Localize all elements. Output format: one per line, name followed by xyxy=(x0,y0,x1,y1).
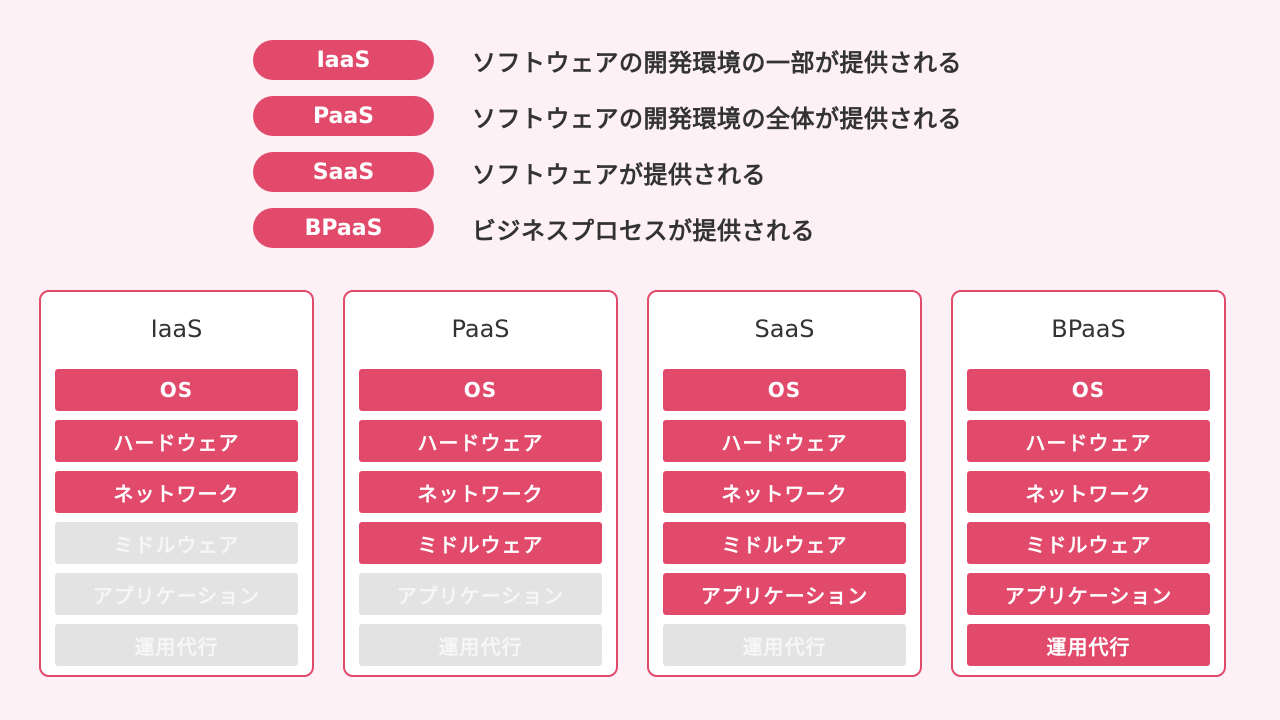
layer-application: アプリケーション xyxy=(967,573,1210,615)
layer-middleware: ミドルウェア xyxy=(359,522,602,564)
layer-application: アプリケーション xyxy=(55,573,298,615)
card-title: SaaS xyxy=(754,315,815,343)
layer-middleware: ミドルウェア xyxy=(967,522,1210,564)
layer-os: OS xyxy=(663,369,906,411)
legend-row-iaas: IaaS ソフトウェアの開発環境の一部が提供される xyxy=(253,40,962,80)
layer-hardware: ハードウェア xyxy=(55,420,298,462)
card-title: PaaS xyxy=(451,315,510,343)
layer-network: ネットワーク xyxy=(967,471,1210,513)
card-bpaas: BPaaS OS ハードウェア ネットワーク ミドルウェア アプリケーション 運… xyxy=(951,290,1226,677)
layer-operations: 運用代行 xyxy=(55,624,298,666)
card-paas: PaaS OS ハードウェア ネットワーク ミドルウェア アプリケーション 運用… xyxy=(343,290,618,677)
card-iaas: IaaS OS ハードウェア ネットワーク ミドルウェア アプリケーション 運用… xyxy=(39,290,314,677)
layer-hardware: ハードウェア xyxy=(663,420,906,462)
layer-network: ネットワーク xyxy=(55,471,298,513)
legend-description: ソフトウェアの開発環境の全体が提供される xyxy=(472,104,962,133)
legend-pill: IaaS xyxy=(253,40,434,80)
layer-application: アプリケーション xyxy=(359,573,602,615)
layer-middleware: ミドルウェア xyxy=(55,522,298,564)
layer-operations: 運用代行 xyxy=(967,624,1210,666)
legend-row-bpaas: BPaaS ビジネスプロセスが提供される xyxy=(253,208,962,248)
legend-pill: BPaaS xyxy=(253,208,434,248)
legend-pill: SaaS xyxy=(253,152,434,192)
legend-description: ソフトウェアの開発環境の一部が提供される xyxy=(472,48,962,77)
layer-hardware: ハードウェア xyxy=(967,420,1210,462)
layer-operations: 運用代行 xyxy=(663,624,906,666)
legend-description: ビジネスプロセスが提供される xyxy=(472,216,815,245)
legend-row-saas: SaaS ソフトウェアが提供される xyxy=(253,152,962,192)
card-title: IaaS xyxy=(150,315,203,343)
layer-operations: 運用代行 xyxy=(359,624,602,666)
layer-os: OS xyxy=(967,369,1210,411)
service-model-cards: IaaS OS ハードウェア ネットワーク ミドルウェア アプリケーション 運用… xyxy=(39,290,1226,677)
card-title: BPaaS xyxy=(1051,315,1126,343)
legend-description: ソフトウェアが提供される xyxy=(472,160,766,189)
legend-pill: PaaS xyxy=(253,96,434,136)
legend-row-paas: PaaS ソフトウェアの開発環境の全体が提供される xyxy=(253,96,962,136)
card-saas: SaaS OS ハードウェア ネットワーク ミドルウェア アプリケーション 運用… xyxy=(647,290,922,677)
layer-os: OS xyxy=(359,369,602,411)
legend: IaaS ソフトウェアの開発環境の一部が提供される PaaS ソフトウェアの開発… xyxy=(253,40,962,264)
layer-network: ネットワーク xyxy=(663,471,906,513)
layer-hardware: ハードウェア xyxy=(359,420,602,462)
layer-os: OS xyxy=(55,369,298,411)
layer-network: ネットワーク xyxy=(359,471,602,513)
layer-application: アプリケーション xyxy=(663,573,906,615)
layer-middleware: ミドルウェア xyxy=(663,522,906,564)
